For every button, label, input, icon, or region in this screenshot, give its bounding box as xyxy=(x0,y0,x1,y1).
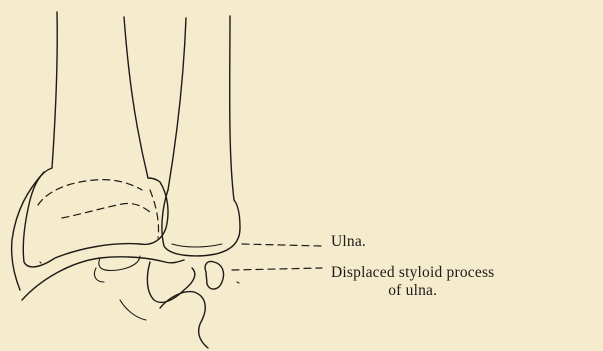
ulna-distal-head xyxy=(162,190,240,256)
stray-mark xyxy=(237,282,239,283)
styloid-label-line-2: of ulna. xyxy=(331,282,494,300)
styloid-label: Displaced styloid process of ulna. xyxy=(331,264,494,300)
ulna-leader-line xyxy=(242,244,322,246)
styloid-label-line-1: Displaced styloid process xyxy=(331,264,494,282)
carpal-lower-contour xyxy=(120,300,146,320)
styloid-leader-line xyxy=(232,268,322,270)
radius-dashed-side xyxy=(150,190,159,238)
radius-dashed-inner xyxy=(62,203,150,218)
styloid-fragment xyxy=(205,261,223,289)
radius-outer-contour xyxy=(12,172,44,290)
radius-shaft-left-edge xyxy=(52,12,57,168)
carpal-small-bone xyxy=(94,268,104,282)
carpal-triquetrum xyxy=(147,262,194,302)
ulna-shaft-right-edge xyxy=(230,16,234,200)
radius-shaft-right-edge xyxy=(124,17,148,178)
ulna-label: Ulna. xyxy=(331,233,366,251)
ulna-shaft-left-edge xyxy=(168,18,186,190)
radius-distal-end xyxy=(23,168,168,267)
stray-mark-2 xyxy=(40,262,41,263)
ulna-head-inner-line xyxy=(172,244,222,247)
carpal-hamate xyxy=(160,292,208,348)
radius-dashed-outline xyxy=(38,180,142,205)
